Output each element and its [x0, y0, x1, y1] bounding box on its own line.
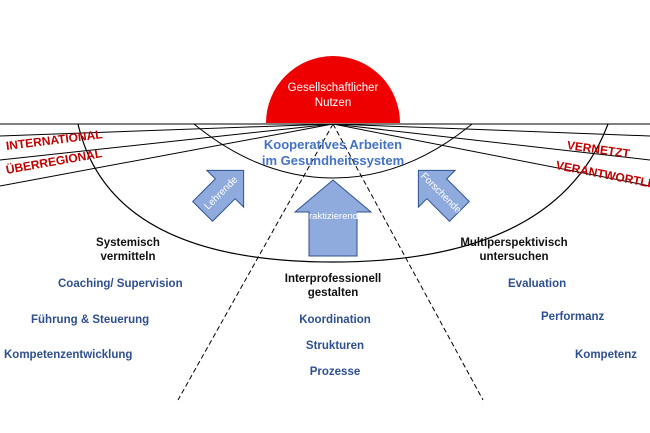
sector-middle-title-line2: gestalten	[307, 287, 359, 299]
left-fan-lines	[0, 123, 334, 187]
outer-arc	[77, 123, 609, 263]
sector-left-title-line1: Systemisch	[96, 237, 160, 249]
sector-left-title-line2: vermitteln	[100, 251, 156, 263]
sun-label: Gesellschaftlicher Nutzen	[288, 81, 379, 111]
sector-right-item: Kompetenz	[575, 349, 637, 361]
sector-middle-item: Koordination	[299, 314, 371, 326]
arrow-forschende: Forschende	[417, 169, 470, 222]
sun-label-line1: Gesellschaftlicher	[287, 82, 379, 94]
sun-label-line2: Nutzen	[314, 97, 352, 109]
sector-middle-title: Interprofessionell gestalten	[285, 272, 382, 300]
inner-arc	[193, 123, 473, 179]
sector-dividers	[177, 123, 484, 401]
sector-left-item: Kompetenzentwicklung	[4, 349, 133, 361]
right-fan-lines	[332, 123, 650, 187]
sun-semicircle	[266, 56, 400, 123]
center-label-line2: im Gesundheitssystem	[261, 153, 405, 168]
center-label: Kooperatives Arbeiten im Gesundheitssyst…	[262, 137, 404, 169]
sector-right-title-line1: Multiperspektivisch	[460, 237, 568, 249]
sector-left-item: Coaching/ Supervision	[58, 278, 183, 290]
sector-right-title: Multiperspektivisch untersuchen	[460, 236, 567, 264]
sector-left-title: Systemisch vermitteln	[96, 236, 160, 264]
arrow-lehrende: Lehrende	[192, 169, 245, 222]
sector-middle-item: Strukturen	[305, 340, 365, 352]
sector-left-item: Führung & Steuerung	[31, 314, 150, 326]
arrow-praktizierende: Praktizierende	[293, 179, 373, 257]
sector-right-item: Performanz	[541, 311, 605, 323]
sector-right-title-line2: untersuchen	[479, 251, 549, 263]
arrow-label-praktizierende: Praktizierende	[303, 211, 364, 222]
sector-right-item: Evaluation	[508, 278, 567, 290]
center-label-line1: Kooperatives Arbeiten	[263, 137, 403, 152]
sector-middle-title-line1: Interprofessionell	[284, 273, 382, 285]
sector-middle-item: Prozesse	[309, 366, 361, 378]
